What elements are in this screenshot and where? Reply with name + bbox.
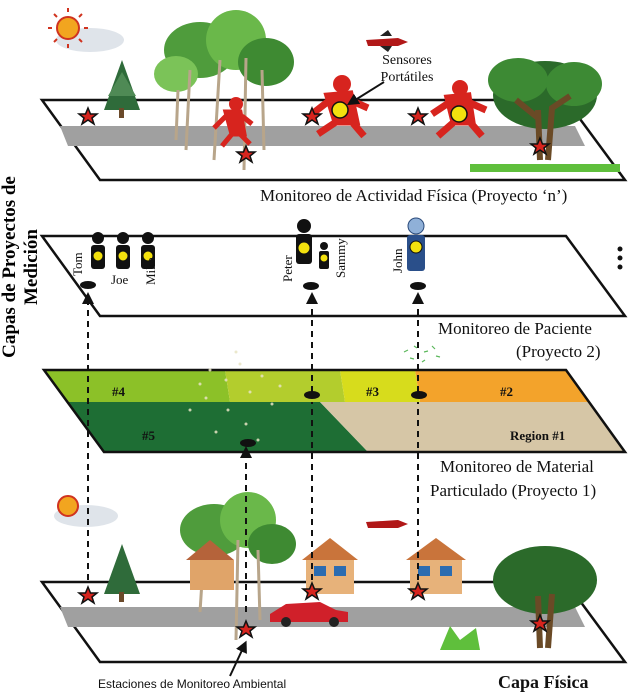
particulate-layer-subtitle: Particulado (Proyecto 1) — [430, 481, 597, 500]
airplane-icon — [366, 520, 408, 528]
oak-tree-icon — [470, 58, 620, 172]
pine-tree-icon — [104, 60, 140, 118]
car-icon — [270, 602, 348, 627]
monitor-node-markers — [240, 391, 427, 447]
patient-name-mike: Mike — [143, 257, 158, 285]
stations-label: Estaciones de Monitoreo Ambiental — [98, 677, 287, 691]
person-icon — [91, 232, 155, 269]
region-3-label: #3 — [366, 384, 379, 399]
sun-icon — [48, 8, 124, 52]
patient-name-john: John — [390, 248, 405, 273]
particulate-layer — [41, 345, 628, 454]
layer-connectors — [82, 292, 424, 612]
particulate-layer-title: Monitoreo de Material — [440, 457, 594, 476]
activity-layer-title: Monitoreo de Actividad Física (Proyecto … — [260, 186, 568, 205]
runner-icon — [309, 75, 370, 139]
patient-layer-title: Monitoreo de Paciente — [438, 319, 592, 338]
region-4-label: #4 — [112, 384, 125, 399]
star-markers — [76, 581, 552, 639]
runner-icon — [430, 80, 488, 139]
region-1-label: Region #1 — [510, 428, 566, 443]
sensor-dot — [450, 105, 468, 123]
patient-name-sammy: Sammy — [333, 238, 348, 278]
patient-icon — [407, 217, 425, 271]
particle-cloud — [403, 345, 441, 363]
patient-name-peter: Peter — [280, 255, 295, 282]
sensor-label-text: Sensores Portátiles — [380, 53, 434, 85]
physical-layer-title: Capa Física — [498, 672, 589, 692]
patient-name-tom: Tom — [70, 252, 85, 276]
star-markers — [76, 106, 552, 164]
sensor-node-markers — [80, 281, 426, 290]
runner-icon — [212, 97, 254, 148]
sensor-dot — [331, 101, 349, 119]
axis-label: Capas de Proyectos de Medición — [0, 176, 42, 358]
sensor-label: Sensores Portátiles — [362, 52, 452, 86]
region-2-label: #2 — [500, 384, 513, 399]
physical-layer — [39, 492, 628, 677]
patient-layer-subtitle: (Proyecto 2) — [516, 342, 601, 361]
more-dots — [617, 246, 623, 270]
pine-tree-icon — [104, 544, 140, 602]
sun-icon — [54, 495, 118, 527]
airplane-icon — [366, 30, 408, 52]
region-5-label: #5 — [142, 428, 155, 443]
tree-cluster-icon — [154, 10, 294, 171]
person-icon — [296, 219, 329, 269]
particle-cloud — [188, 350, 282, 442]
patient-name-joe: Joe — [111, 272, 129, 287]
patient-layer — [39, 217, 628, 318]
activity-layer — [39, 8, 628, 182]
